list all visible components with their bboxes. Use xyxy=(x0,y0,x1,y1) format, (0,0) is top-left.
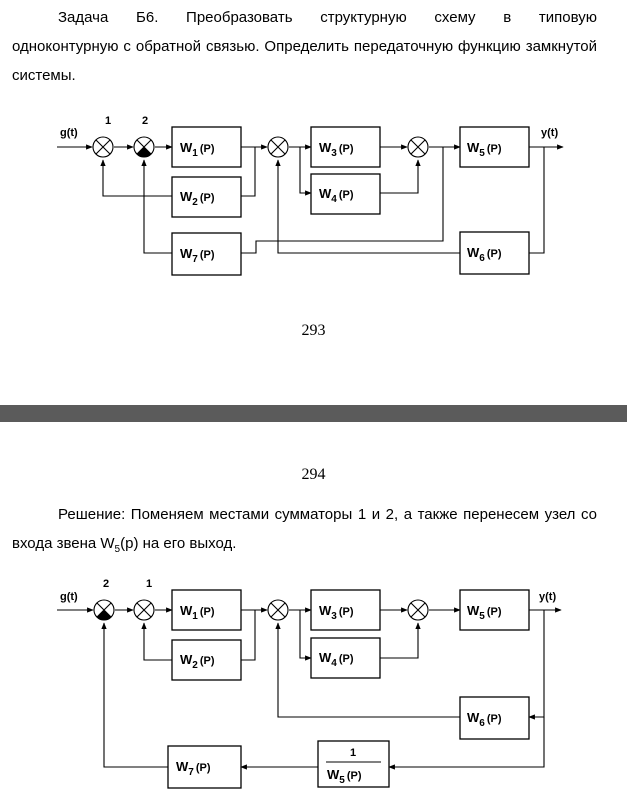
block-w6: W6(P) xyxy=(459,231,530,275)
sum-label-1a: 1 xyxy=(146,578,152,590)
svg-text:W2(P): W2(P) xyxy=(180,189,215,208)
sum-label-2a: 2 xyxy=(103,578,109,590)
svg-text:W7(P): W7(P) xyxy=(176,759,211,778)
block-w7: W7(P) xyxy=(171,232,242,276)
block-w1: W1(P) xyxy=(171,126,242,168)
block-inverse-w5: 1 W5(P) xyxy=(317,740,390,788)
svg-text:W6(P): W6(P) xyxy=(467,710,502,729)
block-w3: W3(P) xyxy=(310,126,381,168)
task-statement: Задача Б6. Преобразовать структурную схе… xyxy=(12,3,597,90)
sum-junction-3 xyxy=(267,136,289,158)
sum-junction-1 xyxy=(92,136,114,158)
sum-junction-1b xyxy=(133,599,155,621)
block-w1-b: W1(P) xyxy=(171,589,242,631)
page-separator xyxy=(0,405,627,422)
block-w7-b: W7(P) xyxy=(167,745,242,789)
sum-junction-4 xyxy=(407,136,429,158)
svg-text:W6(P): W6(P) xyxy=(467,245,502,264)
svg-text:1: 1 xyxy=(350,747,356,759)
svg-text:W2(P): W2(P) xyxy=(180,652,215,671)
block-diagram-transformed: g(t) y(t) 2 1 W1(P) W2 xyxy=(57,578,562,789)
page-number-294: 294 xyxy=(301,466,326,483)
task-line-2: одноконтурную с обратной связью. Определ… xyxy=(12,38,521,55)
svg-text:W1(P): W1(P) xyxy=(180,603,215,622)
sum-junction-2 xyxy=(133,136,155,158)
block-w3-b: W3(P) xyxy=(310,589,381,631)
svg-text:W5(P): W5(P) xyxy=(467,603,502,622)
block-w4: W4(P) xyxy=(310,173,381,215)
sum-junction-4b xyxy=(407,599,429,621)
block-w4-b: W4(P) xyxy=(310,637,381,679)
svg-text:W1(P): W1(P) xyxy=(180,140,215,159)
block-w5: W5(P) xyxy=(459,126,530,168)
sum-junction-2b xyxy=(93,599,115,621)
svg-text:W5(P): W5(P) xyxy=(327,767,362,786)
svg-text:W4(P): W4(P) xyxy=(319,186,354,205)
sum-label-1: 1 xyxy=(105,115,111,127)
block-w5-b: W5(P) xyxy=(459,589,530,631)
task-line-3: замкнутой системы. xyxy=(12,38,597,84)
block-w2: W2(P) xyxy=(171,176,242,218)
input-label: g(t) xyxy=(60,127,78,139)
sum-label-2: 2 xyxy=(142,115,148,127)
block-w2-b: W2(P) xyxy=(171,639,242,681)
svg-text:W5(P): W5(P) xyxy=(467,140,502,159)
solution-text: Решение: Поменяем местами сумматоры 1 и … xyxy=(12,506,597,555)
svg-text:W7(P): W7(P) xyxy=(180,246,215,265)
svg-text:W4(P): W4(P) xyxy=(319,650,354,669)
page-number-293: 293 xyxy=(301,322,326,339)
svg-text:W3(P): W3(P) xyxy=(319,603,354,622)
svg-text:W3(P): W3(P) xyxy=(319,140,354,159)
sum-junction-3b xyxy=(267,599,289,621)
block-w6-b: W6(P) xyxy=(459,696,530,740)
output-label: y(t) xyxy=(541,127,558,139)
block-diagram-original: g(t) y(t) 1 2 W1(P) W2(P) xyxy=(57,115,564,276)
output-label-2: y(t) xyxy=(539,591,556,603)
solution-subscript: 5 xyxy=(114,544,121,555)
input-label-2: g(t) xyxy=(60,591,78,603)
task-line-1: Задача Б6. Преобразовать структурную схе… xyxy=(58,9,597,26)
